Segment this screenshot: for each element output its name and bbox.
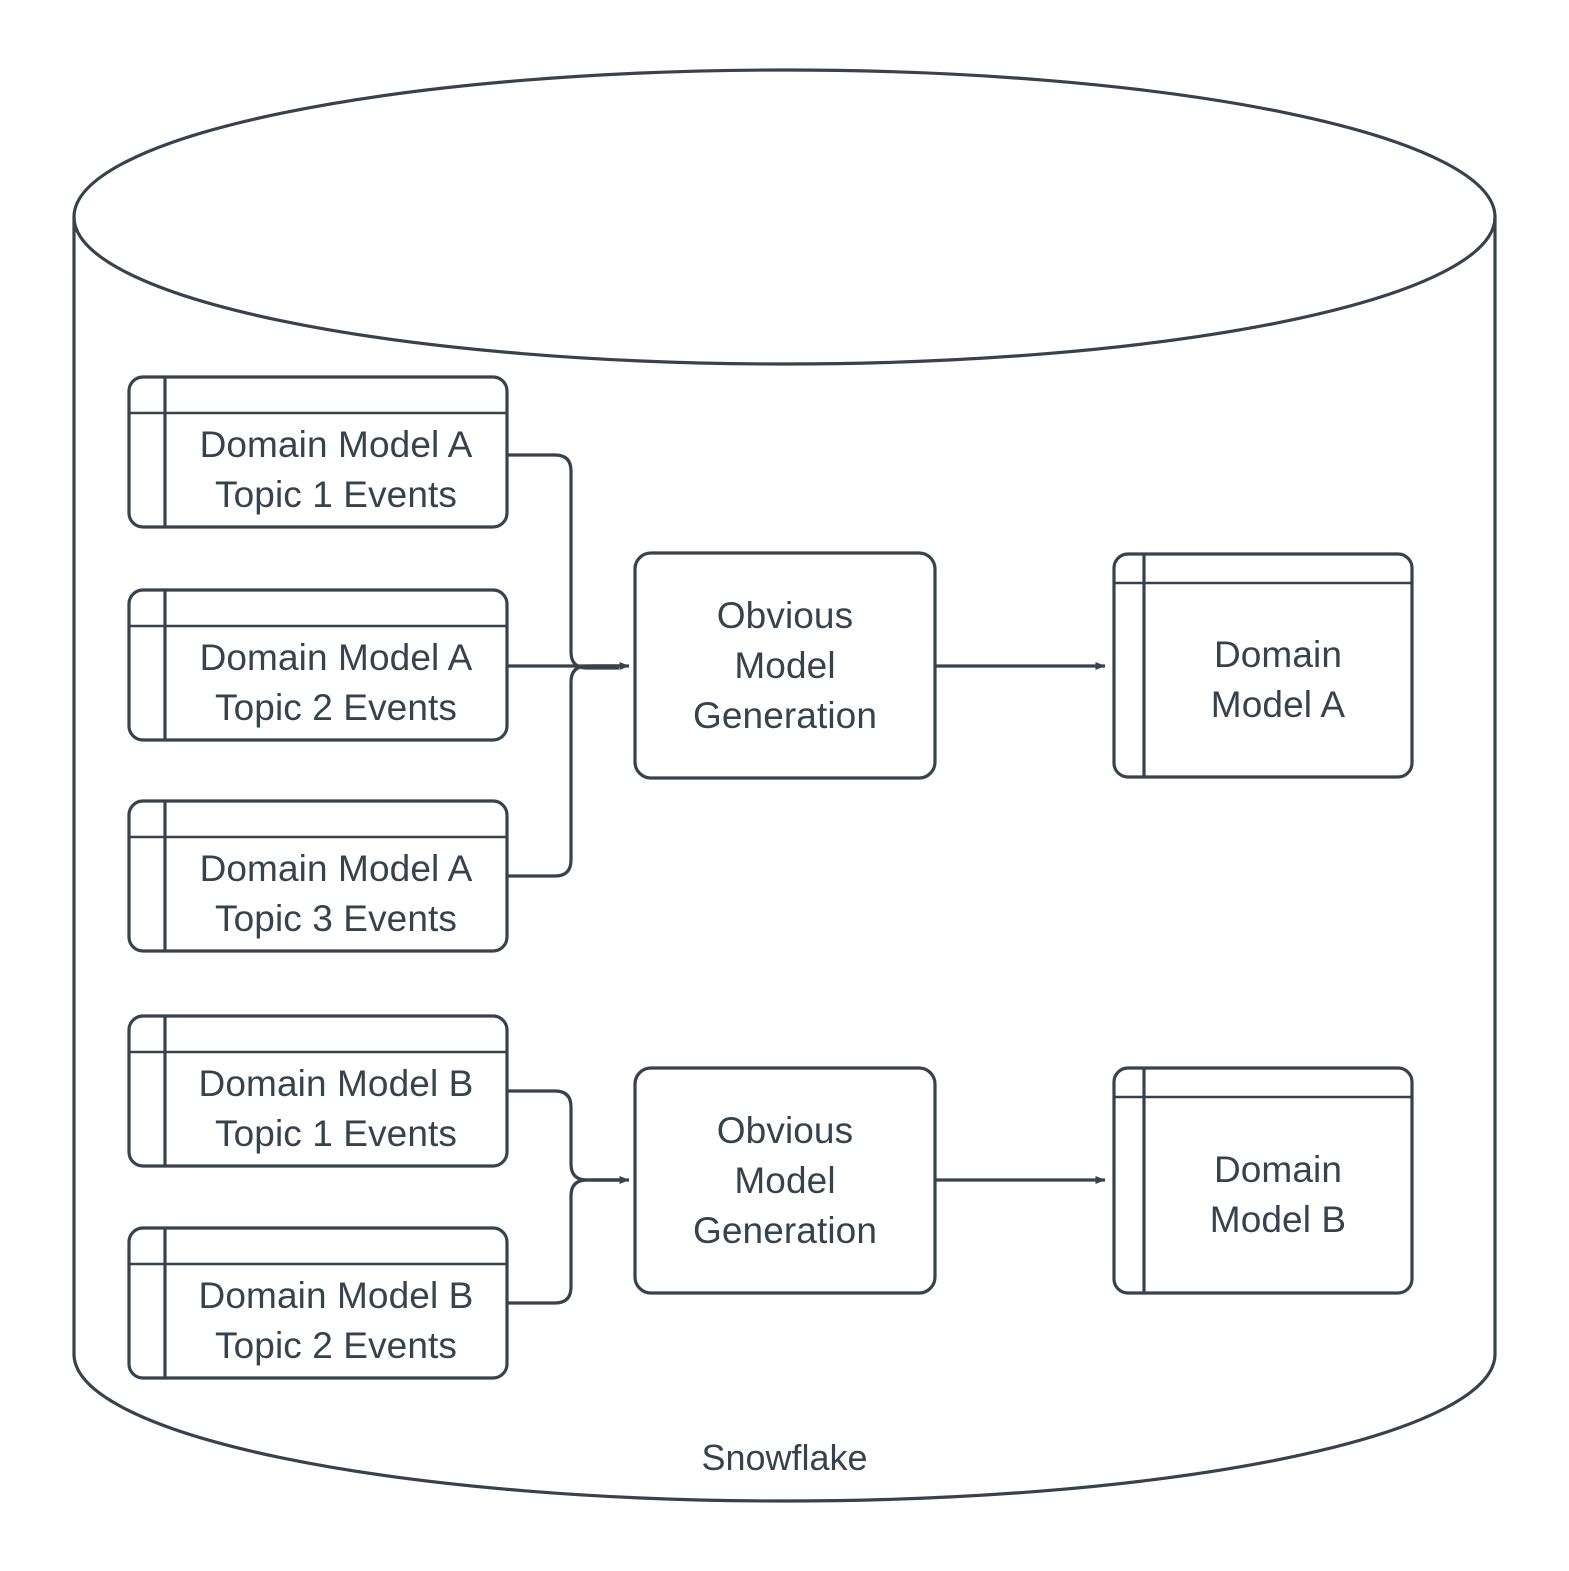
node-output-a[interactable] bbox=[1112, 552, 1414, 779]
snowflake-container-label: Snowflake bbox=[701, 1437, 868, 1478]
edge-a-topic-3-to-process bbox=[507, 664, 619, 878]
node-a-topic-1[interactable] bbox=[127, 375, 509, 529]
node-b-topic-1[interactable] bbox=[127, 1014, 509, 1168]
node-a-topic-3[interactable] bbox=[127, 799, 509, 953]
edge-a-topic-1-to-process bbox=[507, 453, 619, 670]
node-output-b[interactable] bbox=[1112, 1066, 1414, 1295]
node-a-topic-2[interactable] bbox=[127, 588, 509, 742]
edge-b-topic-2-to-process bbox=[507, 1178, 619, 1305]
node-b-topic-2[interactable] bbox=[127, 1226, 509, 1380]
snowflake-cylinder bbox=[72, 68, 1497, 1503]
node-process-a[interactable] bbox=[633, 551, 937, 780]
edge-b-topic-1-to-process bbox=[507, 1089, 619, 1182]
node-process-b[interactable] bbox=[633, 1066, 937, 1295]
